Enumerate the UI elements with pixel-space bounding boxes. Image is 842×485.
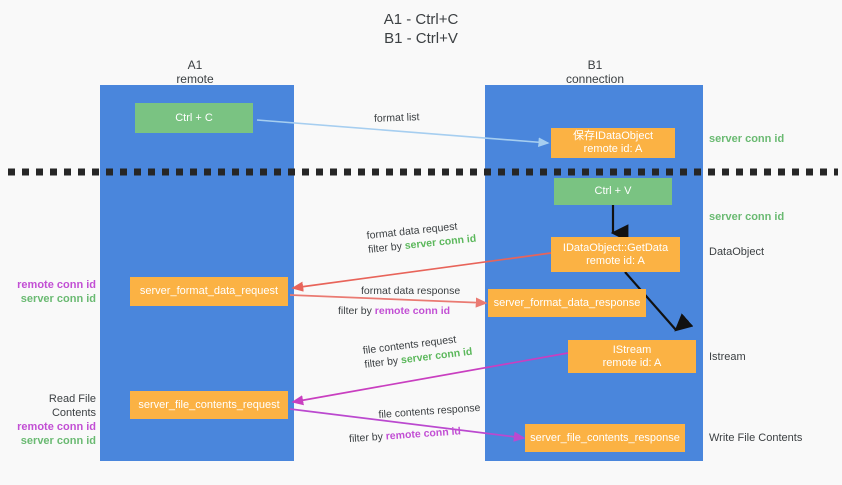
left-note-group-1: remote conn id server conn id (8, 278, 96, 306)
left-note-remote-conn-id-1: remote conn id (17, 279, 96, 291)
node-istream[interactable]: IStream remote id: A (568, 340, 696, 373)
node-getdata-line1: IDataObject::GetData (562, 241, 669, 254)
node-server-format-data-response[interactable]: server_format_data_response (488, 289, 646, 317)
node-ctrl-v[interactable]: Ctrl + V (554, 178, 672, 205)
node-ctrl-c-label: Ctrl + C (175, 111, 213, 124)
right-note-istream: Istream (709, 351, 746, 363)
node-getdata-line2: remote id: A (586, 254, 645, 267)
edge-label-format-data-response: format data response filter by remote co… (338, 284, 461, 318)
fdres-highlight: remote conn id (374, 305, 451, 317)
left-note-remote-conn-id-2: remote conn id (17, 421, 96, 433)
node-server-file-contents-response-label: server_file_contents_response (530, 431, 680, 444)
edge-label-fdres-line1: format data response (361, 285, 461, 297)
left-note-server-conn-id-1: server conn id (20, 293, 96, 305)
fdres-prefix: filter by (338, 305, 375, 317)
node-ctrl-v-label: Ctrl + V (594, 185, 632, 197)
node-server-file-contents-request[interactable]: server_file_contents_request (130, 391, 288, 419)
node-server-format-data-request-label: server_format_data_request (139, 285, 279, 297)
title-line-2: B1 - Ctrl+V (384, 30, 458, 47)
left-note-server-conn-id-2: server conn id (20, 435, 96, 447)
edge-format-list (256, 119, 550, 148)
edge-getdata-to-istream (624, 271, 694, 332)
node-server-file-contents-response[interactable]: server_file_contents_response (525, 424, 685, 452)
edge-format-data-request (291, 252, 552, 292)
diagram-title: A1 - Ctrl+C B1 - Ctrl+V (0, 10, 842, 48)
node-save-idataobject-line2: remote id: A (583, 143, 643, 155)
node-istream-line1: IStream (612, 343, 652, 356)
edge-file-contents-request (291, 352, 569, 406)
node-server-file-contents-request-label: server_file_contents_request (138, 398, 280, 411)
column-b1-sub: connection (565, 72, 625, 86)
right-note-dataobject: DataObject (709, 246, 765, 258)
right-note-server-conn-id-1: server conn id (709, 133, 785, 145)
edge-label-fdres-line2: filter by remote conn id (338, 304, 460, 318)
node-server-format-data-request[interactable]: server_format_data_request (130, 277, 288, 306)
right-note-write-file-contents: Write File Contents (709, 432, 803, 444)
title-line-1: A1 - Ctrl+C (383, 11, 459, 28)
column-header-b1: B1 connection (520, 58, 670, 86)
node-save-idataobject-line1: 保存IDataObject (572, 130, 654, 142)
fcres-prefix: filter by (348, 430, 387, 446)
right-note-server-conn-id-2: server conn id (709, 211, 785, 223)
left-note-read-file-contents: Read File Contents (48, 393, 96, 419)
node-save-idataobject[interactable]: 保存IDataObject remote id: A (551, 128, 675, 158)
column-a1-name: A1 (187, 58, 203, 72)
column-a1-sub: remote (176, 72, 214, 86)
node-idataobject-getdata[interactable]: IDataObject::GetData remote id: A (551, 237, 680, 272)
fdreq-prefix: filter by (367, 240, 406, 256)
edge-file-contents-response (289, 408, 526, 442)
node-istream-line2: remote id: A (602, 356, 662, 369)
column-header-a1: A1 remote (120, 58, 270, 86)
edge-format-data-response (289, 294, 488, 308)
edge-label-file-contents-response: file contents response filter by remote … (349, 401, 482, 445)
node-ctrl-c[interactable]: Ctrl + C (135, 103, 253, 133)
left-note-group-2: Read File Contents remote conn id server… (4, 392, 96, 448)
edge-label-format-list: format list (373, 111, 420, 125)
column-b1-name: B1 (587, 58, 603, 72)
node-server-format-data-response-label: server_format_data_response (493, 296, 641, 309)
